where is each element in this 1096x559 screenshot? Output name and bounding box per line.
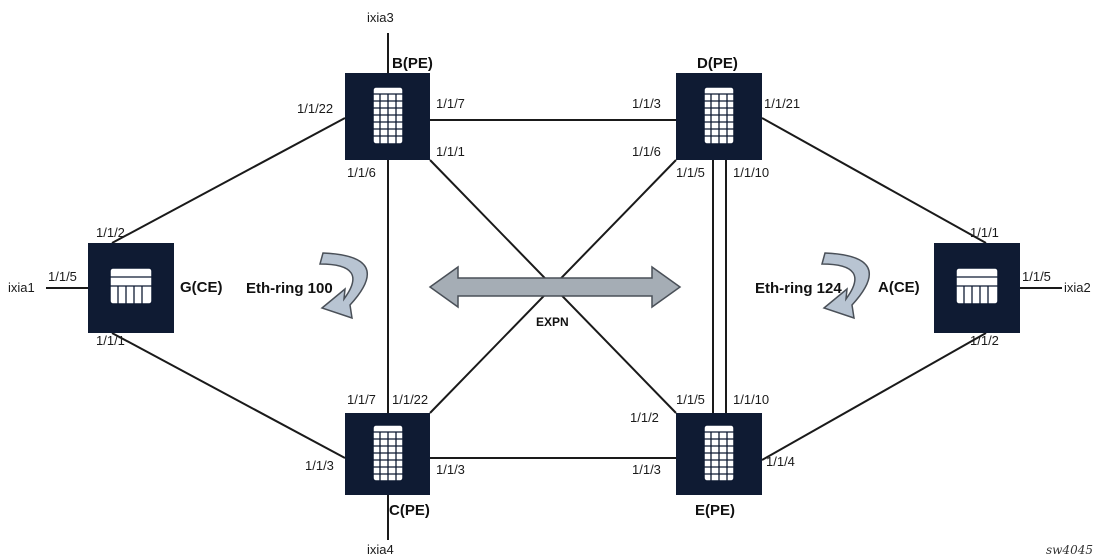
- port-label: 1/1/7: [436, 96, 465, 111]
- port-label: 1/1/22: [297, 101, 333, 116]
- port-label: 1/1/5: [676, 392, 705, 407]
- device-c: [345, 413, 430, 495]
- port-label: 1/1/3: [632, 96, 661, 111]
- link-g-c: [111, 332, 346, 459]
- port-label: 1/1/5: [1022, 269, 1051, 284]
- port-label: 1/1/1: [970, 225, 999, 240]
- router-icon: [372, 424, 404, 482]
- links: [46, 33, 1062, 540]
- switch-icon: [955, 267, 999, 305]
- ring-arrow-left-icon: [319, 252, 369, 320]
- node-label-c: C(PE): [389, 502, 430, 519]
- port-label: 1/1/21: [764, 96, 800, 111]
- host-ixia1: ixia1: [8, 280, 35, 295]
- port-label: 1/1/3: [632, 462, 661, 477]
- node-label-b: B(PE): [392, 55, 433, 72]
- figure-id: sw4045: [1046, 543, 1093, 557]
- port-label: 1/1/2: [96, 225, 125, 240]
- device-g: [88, 243, 174, 333]
- node-label-g: G(CE): [180, 279, 223, 296]
- expn-label: EXPN: [536, 315, 569, 329]
- link-d-a: [761, 117, 987, 244]
- port-label: 1/1/1: [436, 144, 465, 159]
- port-label: 1/1/1: [96, 333, 125, 348]
- port-label: 1/1/3: [436, 462, 465, 477]
- port-label: 1/1/7: [347, 392, 376, 407]
- port-label: 1/1/2: [630, 410, 659, 425]
- port-label: 1/1/5: [676, 165, 705, 180]
- node-label-a: A(CE): [878, 279, 920, 296]
- host-ixia2: ixia2: [1064, 280, 1091, 295]
- device-e: [676, 413, 762, 495]
- node-label-e: E(PE): [695, 502, 735, 519]
- switch-icon: [109, 267, 153, 305]
- router-icon: [703, 424, 735, 482]
- ring-label-left: Eth-ring 100: [246, 280, 333, 297]
- device-d: [676, 73, 762, 160]
- link-e-a: [761, 332, 987, 461]
- ring-label-right: Eth-ring 124: [755, 280, 842, 297]
- device-b: [345, 73, 430, 160]
- port-label: 1/1/3: [305, 458, 334, 473]
- port-label: 1/1/6: [347, 165, 376, 180]
- port-label: 1/1/2: [970, 333, 999, 348]
- port-label: 1/1/4: [766, 454, 795, 469]
- node-label-d: D(PE): [697, 55, 738, 72]
- expn-double-arrow: [428, 265, 682, 309]
- port-label: 1/1/10: [733, 165, 769, 180]
- device-a: [934, 243, 1020, 333]
- port-label: 1/1/6: [632, 144, 661, 159]
- ring-arrow-right-icon: [821, 252, 871, 320]
- router-icon: [703, 86, 735, 145]
- host-ixia3: ixia3: [367, 10, 394, 25]
- port-label: 1/1/5: [48, 269, 77, 284]
- router-icon: [372, 86, 404, 145]
- link-g-b: [111, 117, 346, 244]
- port-label: 1/1/10: [733, 392, 769, 407]
- host-ixia4: ixia4: [367, 542, 394, 557]
- port-label: 1/1/22: [392, 392, 428, 407]
